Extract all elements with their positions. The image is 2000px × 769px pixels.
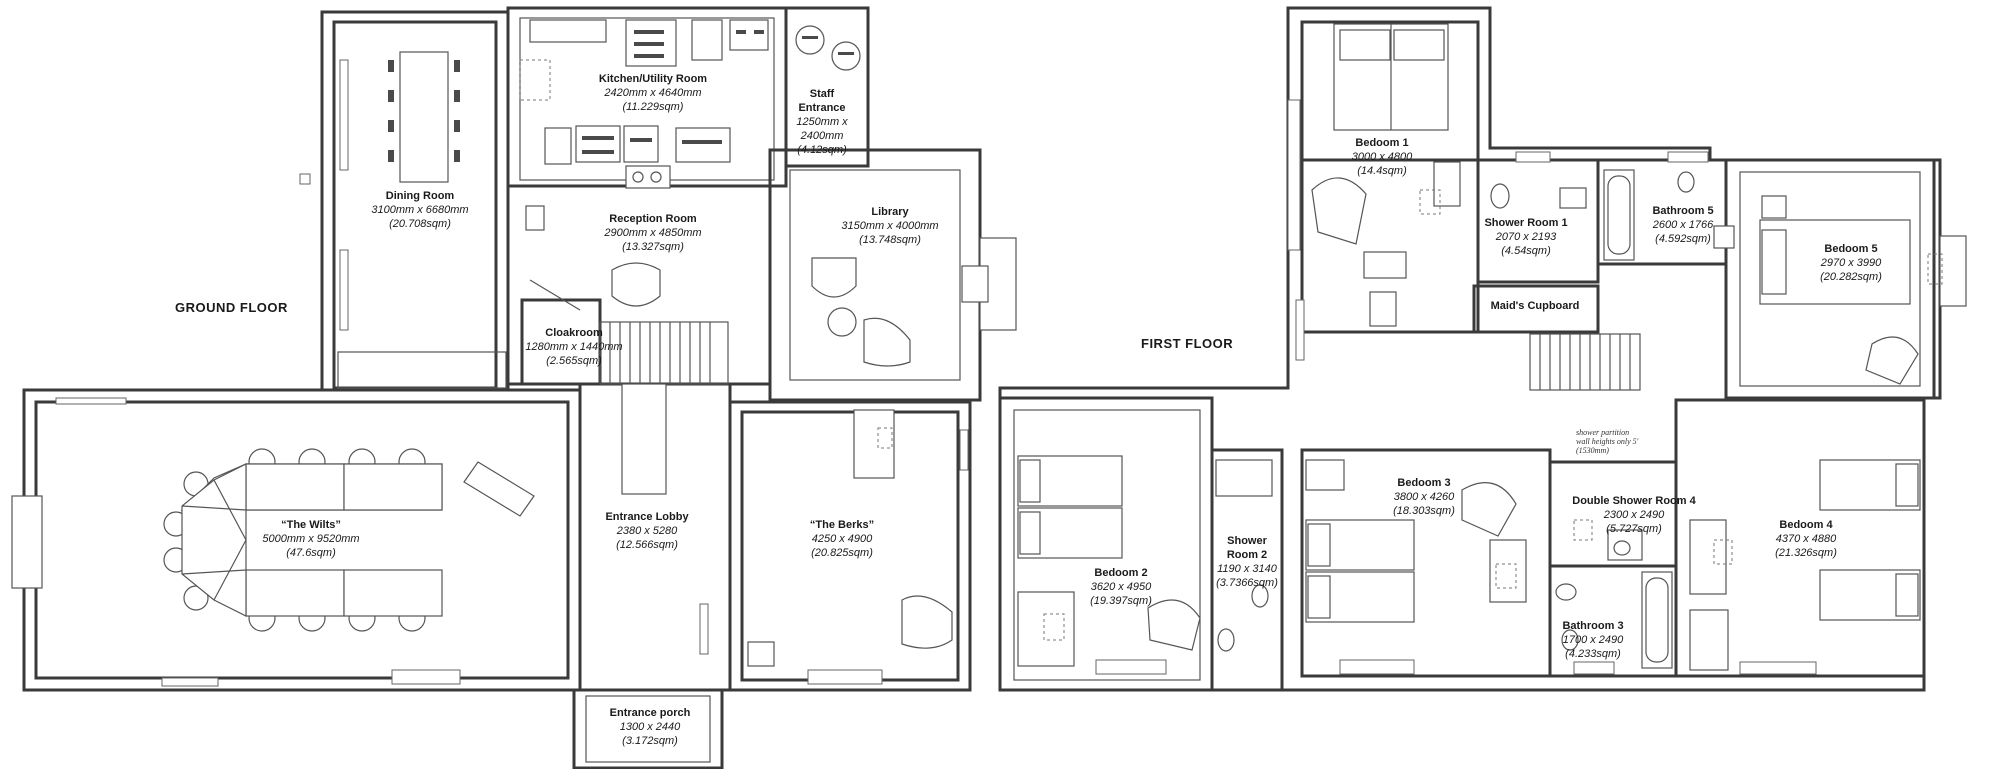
dining-furniture [299, 51, 460, 331]
reception-furniture [525, 205, 661, 311]
library-inner [789, 169, 961, 381]
bedroom4-wall [1674, 398, 1926, 678]
dining-room-bay [337, 351, 507, 389]
berks-room-wall [728, 400, 972, 692]
shower-room2-wall [1210, 448, 1284, 692]
first-floor-upper-outline [998, 6, 1942, 692]
staff-entrance-furniture [795, 25, 861, 71]
first-floor-label: FIRST FLOOR [1141, 336, 1234, 351]
wilts-room-inner [34, 400, 570, 680]
wilts-room-wall [22, 388, 582, 692]
entrance-porch-inner [585, 695, 711, 763]
maids-cupboard-wall [1472, 284, 1600, 334]
first-windows [1095, 151, 1817, 675]
first-floor-walls [998, 6, 1942, 692]
ground-staircase [599, 321, 729, 495]
first-floor-furniture [1017, 23, 1967, 671]
library-furniture [811, 257, 911, 367]
ground-windows [55, 397, 883, 687]
ground-floor-label: GROUND FLOOR [175, 300, 288, 315]
wilts-fireplace [11, 495, 43, 589]
bedroom5-wall [1724, 158, 1936, 400]
berks-furniture [747, 409, 969, 667]
wilts-furniture [163, 448, 535, 632]
ground-floor-walls [11, 6, 1017, 769]
shower-room1-wall [1476, 158, 1600, 284]
staff-entrance-wall [784, 6, 870, 168]
shower-partition-note: shower partition wall heights only 5' (1… [1576, 428, 1639, 455]
first-staircase [1529, 333, 1641, 391]
library-fireplace [961, 265, 989, 303]
kitchen-furniture [519, 19, 769, 189]
entrance-porch-wall [572, 688, 724, 769]
cloakroom-wall [520, 298, 602, 386]
